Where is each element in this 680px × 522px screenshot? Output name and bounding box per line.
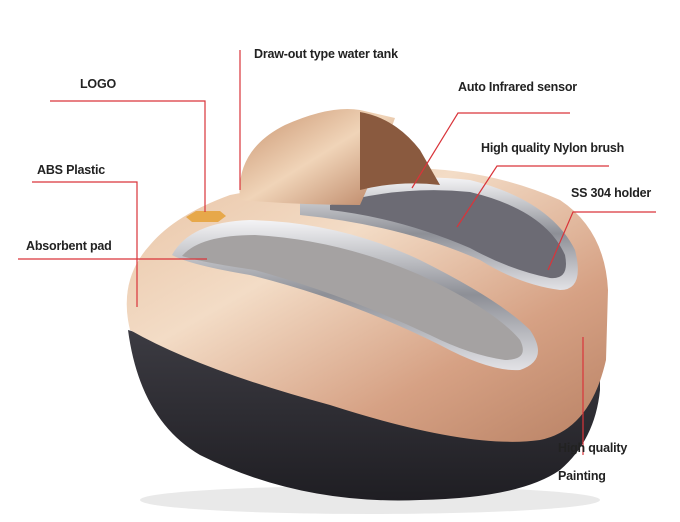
label-sensor: Auto Infrared sensor xyxy=(458,80,577,94)
label-painting-line2: Painting xyxy=(558,469,606,483)
label-painting-line1: High quality xyxy=(558,441,628,455)
hood-inner xyxy=(360,112,440,190)
callout-line-brush xyxy=(456,165,609,228)
label-water-tank: Draw-out type water tank xyxy=(254,47,398,61)
nylon-brush xyxy=(330,190,566,279)
label-abs: ABS Plastic xyxy=(37,163,105,177)
callout-line-holder xyxy=(547,211,656,271)
callout-line-logo xyxy=(50,100,206,212)
callout-lines xyxy=(18,50,656,455)
callout-line-abs xyxy=(32,181,138,307)
absorbent-pad xyxy=(182,235,523,360)
label-brush: High quality Nylon brush xyxy=(481,141,625,155)
callout-line-sensor xyxy=(411,112,570,189)
logo-badge xyxy=(186,211,226,222)
label-holder: SS 304 holder xyxy=(571,186,652,200)
label-logo: LOGO xyxy=(80,77,117,91)
water-tank-hood xyxy=(239,109,395,205)
label-pad: Absorbent pad xyxy=(26,239,112,253)
